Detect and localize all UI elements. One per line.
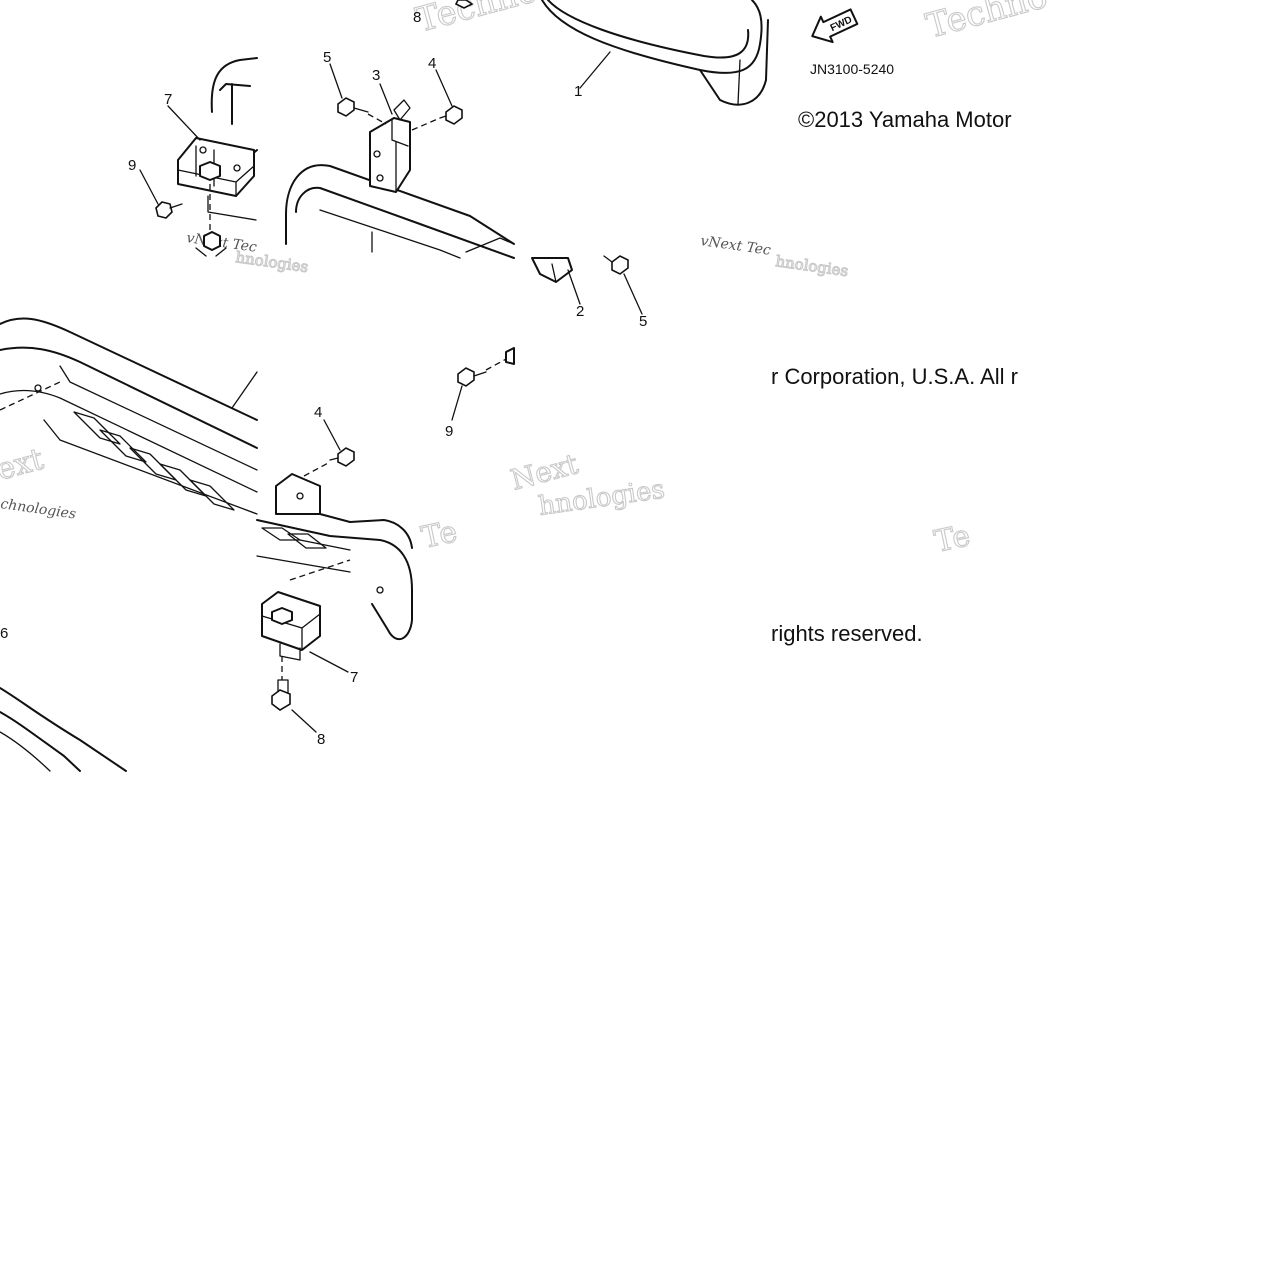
callout-3: 3 [372,67,380,84]
callout-6: 6 [0,625,8,642]
callout-4: 4 [428,55,436,72]
copyright-part-1: ©2013 Yamaha Motor [798,107,1012,132]
watermark: vNext Tec [699,233,771,259]
diagram-code: JN3100-5240 [810,61,894,77]
callout-8: 8 [413,9,421,26]
callout-9: 9 [445,423,453,440]
watermark: hnologies [774,252,849,280]
copyright-part-2: r Corporation, U.S.A. All r [771,364,1018,389]
tile-bumper-1: 1 2 5 [531,0,769,330]
callout-5: 5 [639,313,647,330]
callout-7: 7 [164,91,172,108]
callout-9: 9 [128,157,136,174]
copyright-part-3: rights reserved. [771,621,923,646]
callout-2: 2 [576,303,584,320]
callout-5: 5 [323,49,331,66]
tile-header: FWD JN3100-5240 [810,8,894,77]
watermark: Techno [922,0,1052,47]
watermark: hnologies [234,248,309,276]
callout-8: 8 [317,731,325,748]
tile-bolts: 9 4 [275,347,515,515]
bolt-icon [454,0,474,9]
tile-bracket-7: 7 9 [128,57,258,257]
tile-bumper-left [0,317,258,515]
watermark: ext [0,442,47,488]
tile-bracket-7-lower: 7 8 [256,513,413,748]
tile-bracket-3: 5 3 4 [285,49,515,259]
watermark: Te [418,514,460,556]
callout-7: 7 [350,669,358,686]
watermark: Techno [412,0,542,41]
callout-4: 4 [314,404,322,421]
callout-1: 1 [574,83,582,100]
tile-bumper-bottom: 6 [0,625,127,772]
watermark-layer: Techno vNext Tec hnologies vNext Tec hno… [0,0,1052,560]
watermark: chnologies [0,496,77,522]
watermark: Te [931,518,973,560]
fwd-arrow-icon: FWD [811,8,859,44]
